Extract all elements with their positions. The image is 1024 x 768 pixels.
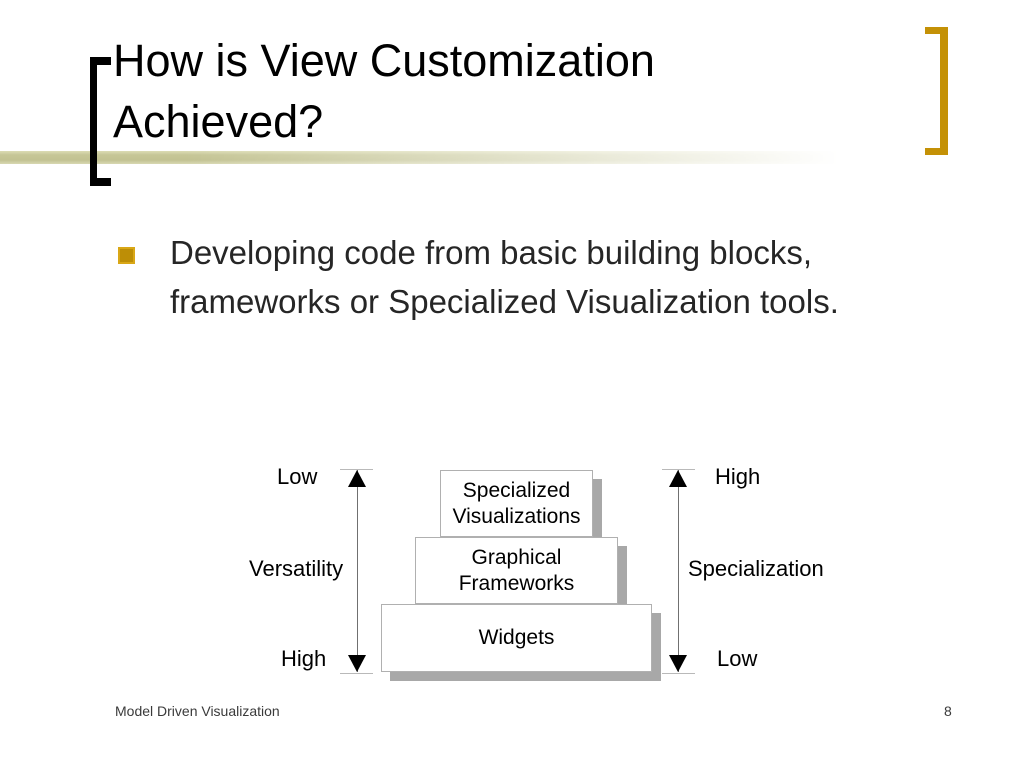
- layer-label: Widgets: [478, 626, 555, 649]
- left-bracket-decoration: [90, 57, 111, 186]
- page-number: 8: [944, 703, 952, 719]
- left-axis-title: Versatility: [249, 556, 344, 581]
- right-axis-top-tick: [662, 469, 695, 470]
- right-bracket-decoration: [925, 27, 948, 155]
- layer-box-graphical-frameworks: Graphical Frameworks: [415, 537, 618, 604]
- right-axis-bottom-label: Low: [717, 646, 758, 671]
- right-axis-up-arrow-icon: [669, 470, 687, 487]
- slide-title-line1: How is View Customization: [113, 35, 655, 86]
- footer-title: Model Driven Visualization: [115, 703, 280, 719]
- left-axis-bottom-label: High: [281, 646, 327, 671]
- left-axis-up-arrow-icon: [348, 470, 366, 487]
- bullet-square-icon: [118, 247, 135, 264]
- layer-box-specialized-visualizations: Specialized Visualizations: [440, 470, 593, 537]
- slide-title: How is View Customization Achieved?: [113, 30, 933, 152]
- layer-label: Graphical Frameworks: [458, 545, 575, 595]
- right-axis-down-arrow-icon: [669, 655, 687, 672]
- layer-box-widgets: Widgets: [381, 604, 652, 672]
- left-axis-top-label: Low: [277, 464, 318, 489]
- bullet-text: Developing code from basic building bloc…: [170, 234, 839, 320]
- slide-title-line2: Achieved?: [113, 96, 324, 147]
- left-axis-top-tick: [340, 469, 373, 470]
- layer-label: Specialized Visualizations: [452, 478, 581, 528]
- right-axis-title: Specialization: [688, 556, 824, 581]
- left-axis-line: [357, 470, 358, 672]
- left-axis-down-arrow-icon: [348, 655, 366, 672]
- header-rule-decoration: [0, 151, 1024, 164]
- right-axis-line: [678, 470, 679, 672]
- right-axis-top-label: High: [715, 464, 761, 489]
- right-axis-bottom-tick: [662, 673, 695, 674]
- left-axis-bottom-tick: [340, 673, 373, 674]
